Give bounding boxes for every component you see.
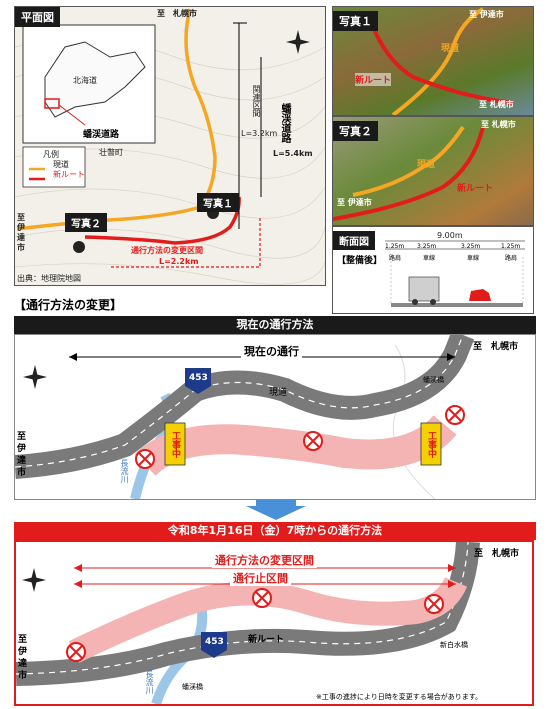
camera-icon — [73, 241, 85, 253]
lane-1: 路肩 — [389, 255, 402, 262]
section-label: 関連区間 — [252, 85, 261, 117]
future-bridge2: 新白水橋 — [440, 641, 468, 649]
plan-tag: 平面図 — [15, 7, 60, 27]
change-label: 通行方法の変更区間 — [131, 246, 203, 255]
photo1-new: 新ルート — [355, 73, 392, 86]
current-river: 長流川 — [120, 459, 129, 483]
future-route-no: 453 — [205, 637, 224, 647]
road-surface — [391, 303, 523, 307]
construction-sign — [164, 422, 186, 466]
lane-3: 車線 — [467, 255, 480, 262]
future-change-label: 通行方法の変更区間 — [212, 552, 317, 568]
inset-road: 蟠渓道路 — [83, 130, 120, 140]
photo1-current: 現道 — [441, 44, 460, 54]
sign-text-1: 工事中 — [170, 431, 180, 458]
current-to-south: 至 伊 達 市 — [17, 432, 27, 478]
lane-4: 路肩 — [505, 255, 518, 262]
legend-new: 新ルート — [53, 170, 85, 179]
closed-icon — [252, 588, 272, 608]
photo2-new: 新ルート — [457, 184, 494, 194]
change-heading: 【通行方法の変更】 — [14, 298, 123, 312]
section-panel: 断面図 【整備後】 9.00m 1.25m 3.25m 3.25m 1.25m … — [332, 226, 534, 314]
current-to-north: 至 札幌市 — [473, 342, 519, 352]
future-new-route: 新ルート — [248, 635, 285, 645]
inset-town: 壮瞥町 — [99, 148, 123, 157]
photo1-tag: 写真１ — [333, 11, 378, 31]
route-shield-icon — [201, 632, 227, 658]
plan-photo1-tag: 写真１ — [197, 193, 239, 212]
new-route-closed — [134, 414, 457, 477]
closed-icon — [303, 431, 323, 451]
inset-region: 北海道 — [73, 76, 97, 85]
photo2-current: 現道 — [417, 160, 436, 170]
section-length: L=3.2km — [241, 129, 278, 138]
legend-title: 凡例 — [43, 150, 59, 159]
route-shield-icon — [185, 368, 211, 394]
section-after: 【整備後】 — [337, 256, 383, 266]
current-road-label: 現道 — [269, 388, 288, 398]
plan-photo2-tag: 写真２ — [65, 213, 107, 232]
photo2-to-south: 至 伊達市 — [337, 198, 372, 207]
future-closed-label: 通行止区間 — [230, 570, 291, 586]
dim-1: 1.25m — [385, 243, 405, 250]
new-route-line — [84, 196, 241, 245]
photo1-to-south: 至 札幌市 — [479, 100, 514, 109]
current-map: 現在の通行 至 札幌市 至 伊 達 市 453 現道 蟠渓橋 長流川 工事中 工… — [14, 334, 536, 500]
plan-to-west: 至 伊達市 — [17, 213, 25, 252]
dim-3: 3.25m — [461, 243, 481, 250]
closed-icon — [445, 405, 465, 425]
current-bridge: 蟠渓橋 — [423, 376, 444, 384]
north-arrow-icon — [22, 568, 46, 592]
legend — [22, 146, 86, 188]
photo1-to: 至 伊達市 — [469, 10, 504, 19]
closed-icon — [135, 449, 155, 469]
closed-icon — [66, 642, 86, 662]
photo2-tag: 写真２ — [333, 121, 378, 141]
future-to-north: 至 札幌市 — [474, 549, 520, 559]
current-banner: 現在の通行方法 — [14, 316, 536, 334]
transition-arrow-icon — [246, 500, 306, 520]
plan-map-svg — [15, 8, 325, 285]
future-to-south: 至 伊 達 市 — [18, 635, 28, 681]
lane-2: 車線 — [423, 255, 436, 262]
closed-road — [68, 576, 468, 663]
photo2-panel: 写真２ 至 札幌市 現道 新ルート 至 伊達市 — [332, 116, 534, 226]
section-total: 9.00m — [437, 231, 463, 240]
future-note: ※工事の進捗により日時を変更する場合があります。 — [316, 693, 483, 701]
car-icon — [469, 289, 491, 301]
plan-to-north: 至 札幌市 — [157, 9, 197, 18]
north-arrow-icon — [286, 30, 310, 54]
photo2-to: 至 札幌市 — [481, 120, 516, 129]
legend-current: 現道 — [53, 160, 69, 169]
current-span-label: 現在の通行 — [241, 343, 302, 359]
change-length: L=2.2km — [159, 257, 199, 266]
sign-text-2: 工事中 — [426, 431, 436, 458]
current-route-no: 453 — [189, 373, 208, 383]
future-map: 通行方法の変更区間 通行止区間 至 札幌市 至 伊 達 市 453 新ルート 長… — [14, 540, 534, 706]
photo1-panel: 写真１ 至 伊達市 現道 新ルート 至 札幌市 — [332, 6, 534, 116]
road-length: L=5.4km — [273, 149, 313, 158]
closed-icon — [424, 594, 444, 614]
source: 出典：地理院地図 — [17, 274, 81, 283]
truck-icon — [408, 276, 440, 302]
inset-marker — [44, 98, 60, 109]
future-banner: 令和8年1月16日（金）7時からの通行方法 — [14, 522, 536, 540]
north-arrow-icon — [23, 365, 47, 389]
future-river: 長流川 — [145, 670, 154, 694]
dim-2: 3.25m — [417, 243, 437, 250]
plan-map: 平面図 至 札幌市 北海道 蟠渓道路 壮瞥町 凡例 現道 新ルート 蟠渓道路 L… — [14, 6, 326, 286]
future-bridge: 蟠渓橋 — [182, 683, 203, 691]
section-tag: 断面図 — [333, 231, 375, 250]
construction-sign — [420, 422, 442, 466]
dim-4: 1.25m — [501, 243, 521, 250]
road-name: 蟠渓道路 — [279, 103, 290, 143]
